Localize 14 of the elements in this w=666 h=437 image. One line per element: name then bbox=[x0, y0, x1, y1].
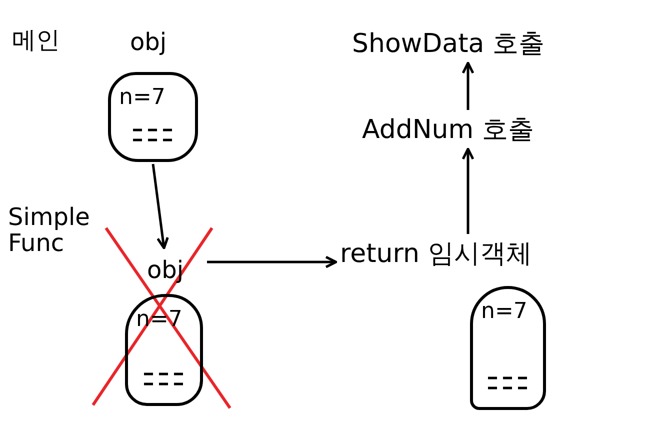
object-label: obj bbox=[130, 28, 167, 56]
note-text: 메인 bbox=[12, 25, 60, 56]
arrow bbox=[462, 148, 474, 234]
object-label: obj bbox=[147, 256, 184, 284]
arrow bbox=[462, 62, 474, 110]
field-text: n=7 bbox=[481, 299, 528, 324]
note-text: Simple Func bbox=[8, 204, 91, 256]
arrow bbox=[207, 256, 338, 268]
step-text: ShowData 호출 bbox=[352, 26, 544, 61]
step-text: return 임시객체 bbox=[340, 236, 532, 271]
field-text: n=7 bbox=[119, 85, 166, 110]
object-box bbox=[470, 286, 546, 410]
step-text: AddNum 호출 bbox=[362, 112, 534, 147]
arrow bbox=[152, 164, 169, 250]
